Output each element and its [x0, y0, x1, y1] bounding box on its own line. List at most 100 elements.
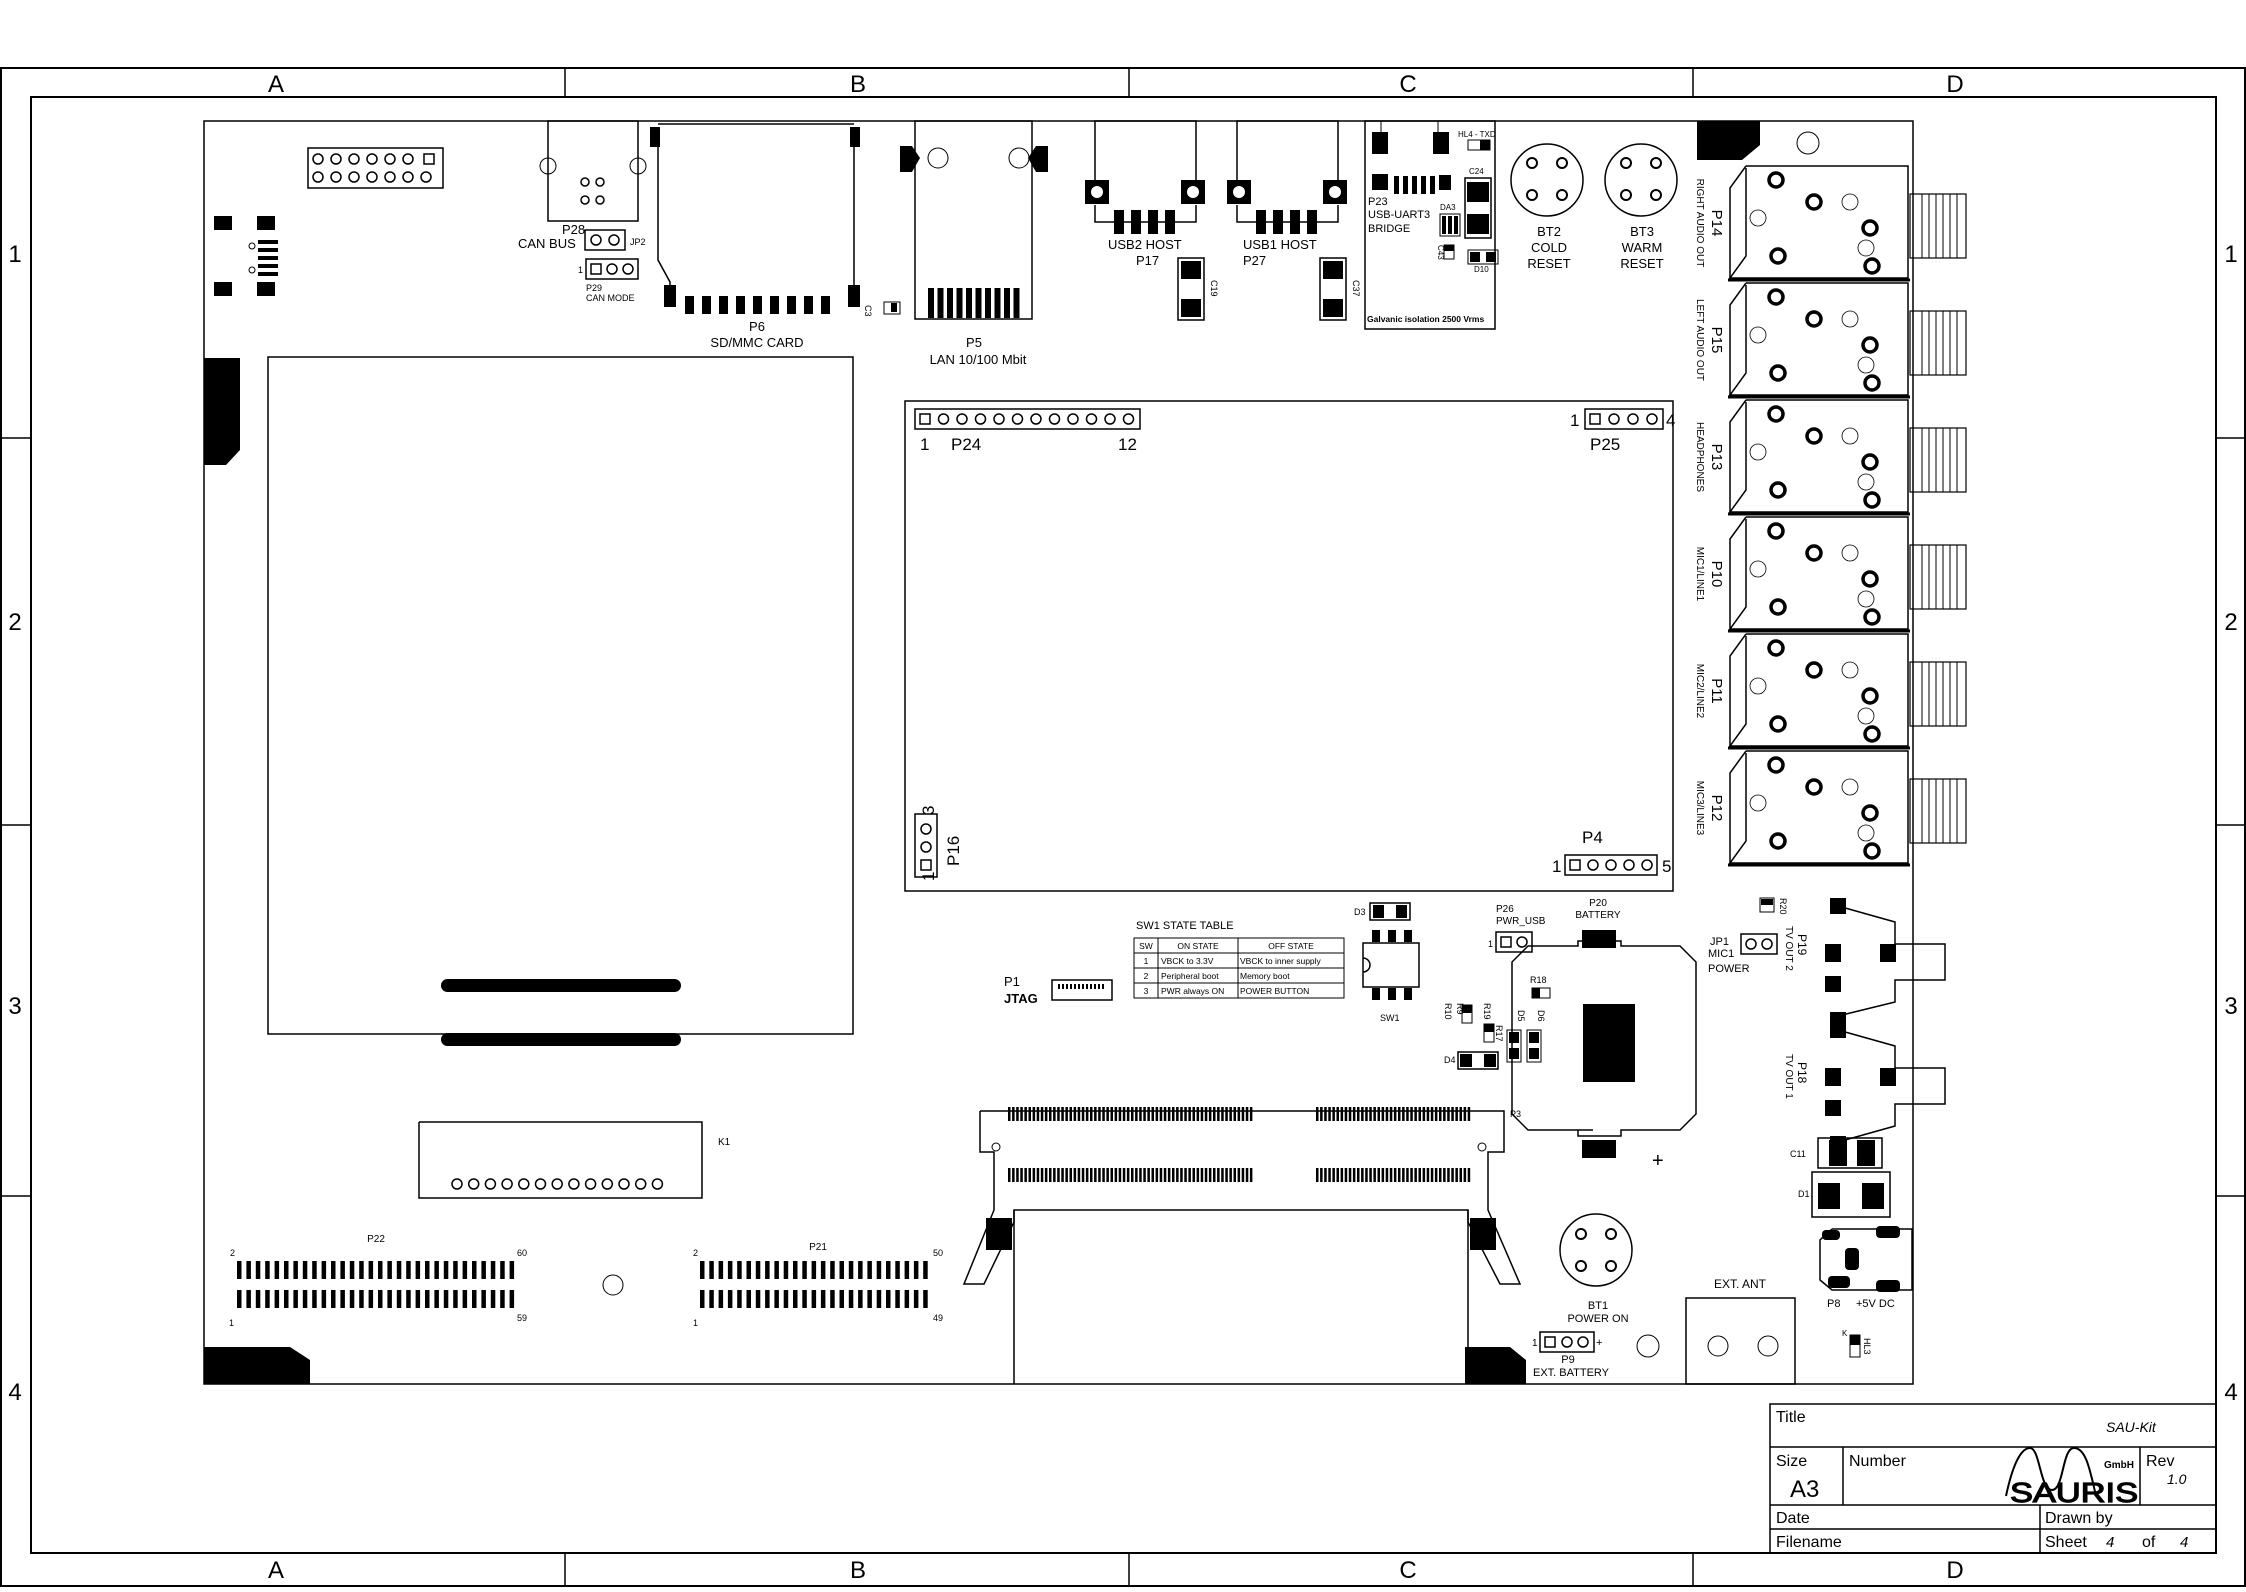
p3-pin [1398, 1168, 1401, 1182]
jack-pin [1865, 610, 1879, 624]
jack-pin [1771, 483, 1785, 497]
p22-pin [472, 1290, 477, 1308]
p3-pin [1090, 1107, 1093, 1121]
p3-pin [1238, 1168, 1241, 1182]
p21-pin [765, 1290, 770, 1308]
header-pin [385, 172, 395, 182]
p3-pin [1410, 1168, 1413, 1182]
jtag-pin [1062, 984, 1064, 989]
sw1-switch[interactable]: D3 SW1 [1354, 903, 1419, 1023]
p3-pin [1156, 1107, 1159, 1121]
jack-hole [1858, 240, 1874, 256]
r19-label: R19 [1482, 1003, 1492, 1020]
jtag-pin [1102, 984, 1104, 989]
p24-pin [1068, 414, 1078, 424]
rev-label-block: Rev [2146, 1453, 2174, 1470]
p3-pin [1382, 1168, 1385, 1182]
p3-pin [1217, 1107, 1220, 1121]
d10-label: D10 [1474, 265, 1489, 274]
p21-pin [784, 1261, 789, 1279]
p3-pin [1324, 1107, 1327, 1121]
col-c-bottom: C [1399, 1557, 1416, 1584]
bt2-cold-reset-button[interactable]: BT2 COLD RESET [1511, 144, 1583, 271]
jtag-pin [1058, 984, 1060, 989]
p4-pin [1606, 860, 1616, 870]
sw1-table-cell: 2 [1144, 971, 1149, 981]
col-b-top: B [850, 71, 866, 98]
size-value: A3 [1790, 1476, 1819, 1503]
p22-label: P22 [367, 1234, 385, 1245]
p21-pin [886, 1261, 891, 1279]
lan-pin [976, 288, 982, 318]
p23-label: P23 [1368, 196, 1388, 208]
jack-hole [1858, 825, 1874, 841]
p3-pin [1337, 1107, 1340, 1121]
p21-pin2: 2 [693, 1248, 698, 1258]
p3-pin [1361, 1168, 1364, 1182]
p21-pin [709, 1290, 714, 1308]
battery-plus: + [1652, 1150, 1664, 1172]
p3-pin [1451, 1107, 1454, 1121]
p3-pin [1111, 1107, 1114, 1121]
jack-hole [1842, 194, 1858, 210]
p21-pin [905, 1261, 910, 1279]
p3-pin [1024, 1168, 1027, 1182]
p3-pin [1082, 1168, 1085, 1182]
k1-pin [602, 1179, 612, 1189]
p21-pin [877, 1290, 882, 1308]
tv-out2-label: TV OUT 2 [1783, 926, 1794, 971]
p3-pin [1033, 1168, 1036, 1182]
p3-pin [1184, 1168, 1187, 1182]
p3-pin [1320, 1168, 1323, 1182]
col-d-bottom: D [1946, 1557, 1963, 1584]
ext-ant-label: EXT. ANT [1714, 1277, 1767, 1291]
p3-pin [1065, 1107, 1068, 1121]
jtag-pin [1074, 984, 1076, 989]
header-pin [331, 172, 341, 182]
p19-label: P19 [1795, 934, 1809, 956]
header-pin [421, 172, 431, 182]
p21-pin [802, 1290, 807, 1308]
lan-pin [928, 288, 934, 318]
k1-pin [485, 1179, 495, 1189]
p25-pin [1628, 414, 1638, 424]
p3-pin [1225, 1168, 1228, 1182]
header-pin [424, 154, 434, 164]
p3-pin [1090, 1168, 1093, 1182]
lcd-module-outline [268, 357, 853, 1046]
p3-pin [1098, 1107, 1101, 1121]
p3-pin [1427, 1168, 1430, 1182]
jack-function-label: MIC2/LINE2 [1694, 664, 1705, 719]
ext-antenna-connector: EXT. ANT [1686, 1277, 1795, 1384]
p3-pin [1152, 1107, 1155, 1121]
p21-pin [923, 1290, 928, 1308]
r18-label: R18 [1530, 975, 1547, 985]
jack-hole [1842, 545, 1858, 561]
col-a-top: A [268, 71, 284, 98]
p17-label: P17 [1136, 253, 1159, 268]
p3-pin [1143, 1107, 1146, 1121]
p22-pin [444, 1290, 449, 1308]
p21-pin [914, 1290, 919, 1308]
p3-pin [1238, 1107, 1241, 1121]
sd-pin [719, 296, 728, 314]
bt3-warm-reset-button[interactable]: BT3 WARM RESET [1605, 144, 1677, 271]
p22-pin [275, 1290, 280, 1308]
p3-pin [1443, 1107, 1446, 1121]
jack-pin [1771, 717, 1785, 731]
jack-pin [1863, 338, 1877, 352]
p3-pin [1201, 1168, 1204, 1182]
bt1-power-on-button[interactable]: BT1 POWER ON [1560, 1214, 1632, 1325]
p25-pin [1609, 414, 1619, 424]
p24-pin [1087, 414, 1097, 424]
p3-pin [1147, 1168, 1150, 1182]
p3-pin [1349, 1168, 1352, 1182]
sd-pin [753, 296, 762, 314]
p3-pin [1455, 1107, 1458, 1121]
jack-hole [1750, 561, 1766, 577]
p22-pin [359, 1290, 364, 1308]
p3-pin [1357, 1168, 1360, 1182]
p3-pin [1455, 1168, 1458, 1182]
